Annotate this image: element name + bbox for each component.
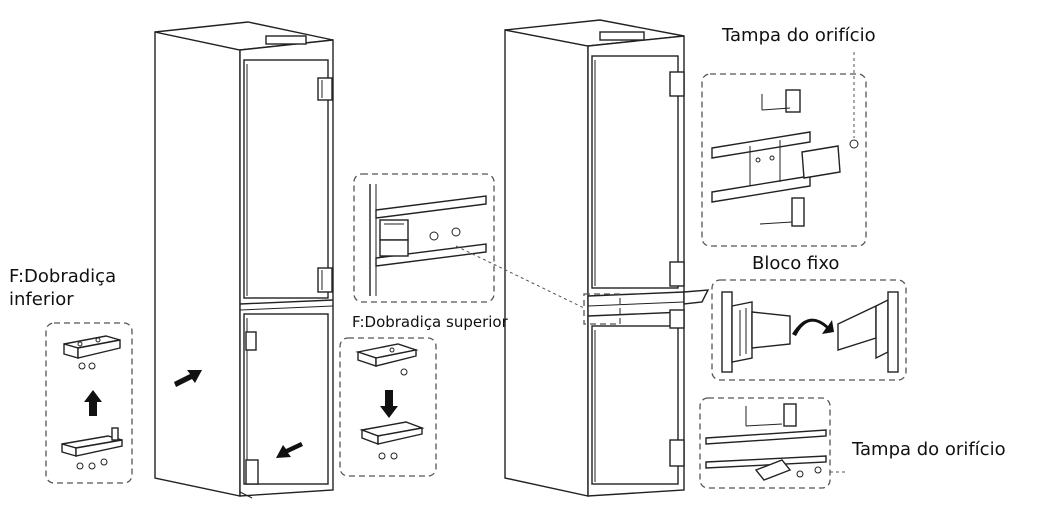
left-hinge-top: [317, 77, 333, 101]
left-hinge-middle: [317, 267, 333, 293]
hole-cover-top-label: Tampa do orifício: [722, 25, 876, 46]
hole-cover-top-detail: [701, 73, 867, 247]
right-hinge-top: [669, 71, 685, 97]
callout-focus-box: [583, 293, 621, 325]
lower-hinge-detail: [45, 322, 133, 484]
right-lower-door: [591, 325, 679, 485]
left-hinge-bottom: [245, 459, 259, 485]
arrow-up-icon: [84, 390, 102, 416]
upper-hinge-detail: [339, 337, 437, 477]
arrow-down-icon: [380, 390, 398, 418]
upper-hinge-label: F:Dobradiça superior: [352, 313, 508, 331]
hole-cover-bottom-label: Tampa do orifício: [852, 439, 1006, 460]
lower-hinge-label-line2: inferior: [9, 289, 74, 310]
fixed-block-detail: [711, 279, 907, 381]
arrow-left-icon: [276, 442, 303, 458]
right-hinge-middle: [669, 261, 685, 287]
right-upper-door: [591, 55, 679, 289]
lower-hinge-label: F:Dobradiça: [9, 266, 117, 287]
left-upper-door: [243, 59, 329, 299]
left-hinge-lower-left: [245, 331, 257, 351]
arrow-right-icon: [174, 370, 202, 387]
fixed-block-label: Bloco fixo: [752, 253, 840, 274]
upper-hinge-closeup: [353, 173, 495, 303]
right-top-bracket: [599, 31, 645, 41]
right-hinge-bottom: [669, 439, 685, 467]
right-hinge-lower: [669, 309, 685, 329]
right-appliance: [504, 19, 710, 497]
fixed-block-on-cabinet: [683, 289, 710, 305]
left-appliance: [154, 21, 334, 499]
left-top-bracket: [265, 35, 307, 45]
curved-arrow-icon: [792, 318, 834, 336]
hole-cover-bottom-detail: [699, 397, 831, 489]
